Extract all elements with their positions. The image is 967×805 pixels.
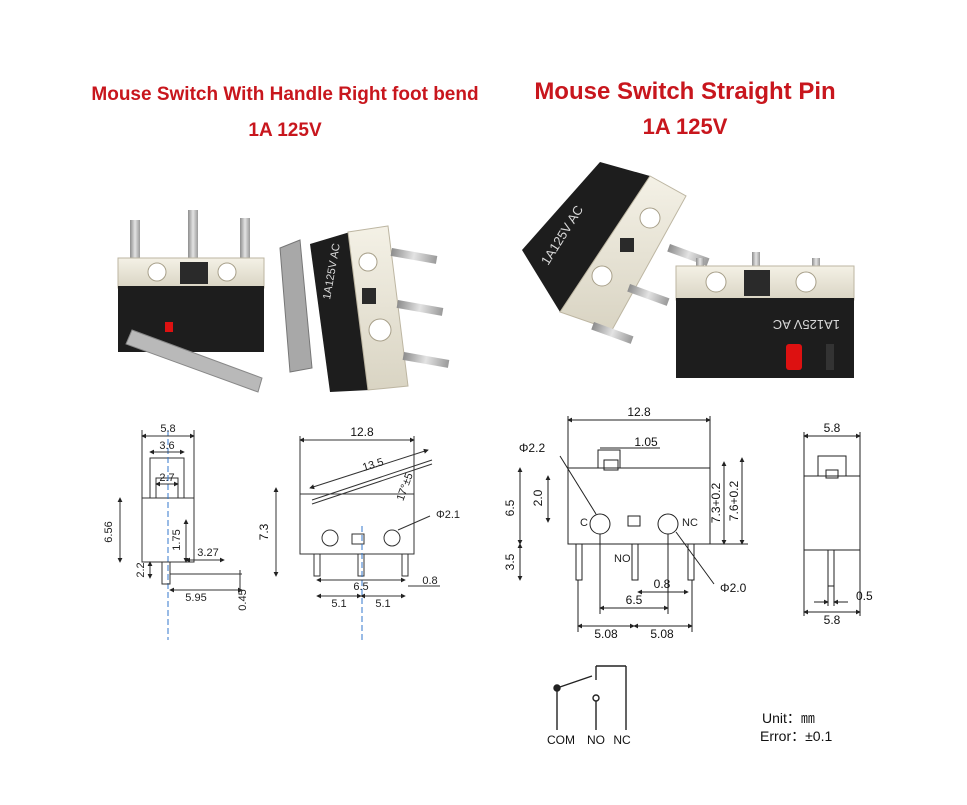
- photo-lever-switch-side: 1A125V AC: [279, 225, 450, 392]
- left-product-rating: 1A 125V: [248, 120, 322, 141]
- dim-front-pin: 0.5: [856, 589, 873, 603]
- unit-note: Unit：㎜: [762, 710, 815, 726]
- drawing-lever-front-view: [117, 430, 243, 640]
- dim-height-total: 6.56: [103, 521, 115, 542]
- dim-width-small: 2.7: [159, 472, 174, 484]
- switch-schematic: [553, 665, 627, 730]
- dim-straight-hole-bottom: Φ2.0: [720, 581, 747, 595]
- dim-side-length: 12.8: [350, 425, 374, 439]
- error-note: Error：±0.1: [760, 728, 833, 744]
- photo-lever-switch-front: [117, 210, 265, 393]
- dim-width-total: 5.8: [160, 423, 175, 435]
- drawing-straight-front-view: [803, 432, 861, 616]
- schematic-nc-label: NC: [613, 733, 631, 747]
- schematic-no-label: NO: [587, 733, 605, 747]
- dim-straight-hole-top: Φ2.2: [519, 441, 546, 455]
- dim-lever-angle: 17°±5: [395, 471, 416, 502]
- dim-lever-length: 13.5: [361, 456, 385, 474]
- dim-straight-spacing-a: 5.08: [594, 627, 618, 641]
- right-product-title: Mouse Switch Straight Pin: [534, 78, 836, 105]
- dim-pin: 0.45: [237, 589, 249, 610]
- dim-pin-width: 0.8: [422, 575, 437, 587]
- dim-straight-height-mid: 2.0: [531, 489, 545, 506]
- schematic-com-label: COM: [547, 733, 575, 747]
- drawing-lever-side-view: [273, 436, 440, 640]
- dim-straight-length: 12.8: [627, 405, 651, 419]
- label-no: NO: [614, 553, 631, 565]
- dim-straight-pin-width: 0.8: [654, 577, 671, 591]
- dim-straight-height-a: 7.3+0.2: [709, 482, 723, 523]
- drawing-straight-side-view: [517, 416, 748, 632]
- photo-straight-switch-flat: 1A125V AC: [675, 252, 855, 378]
- dim-pin-spacing-a: 5.1: [331, 598, 346, 610]
- dim-pin-spacing-b: 5.1: [375, 598, 390, 610]
- dim-front-width-bottom: 5.8: [824, 613, 841, 627]
- right-product-rating: 1A 125V: [642, 114, 728, 139]
- dim-straight-pitch: 6.5: [626, 593, 643, 607]
- dim-straight-height-b: 7.6+0.2: [727, 480, 741, 521]
- label-nc: NC: [682, 517, 698, 529]
- dim-actuator: 1.05: [634, 435, 658, 449]
- dim-height-mid: 1.75: [171, 529, 183, 550]
- dim-pitch: 6.5: [353, 581, 368, 593]
- dim-straight-height-left: 6.5: [503, 499, 517, 516]
- dim-straight-spacing-b: 5.08: [650, 627, 674, 641]
- body-rating-print-3: 1A125V AC: [773, 317, 840, 332]
- dim-side-height: 7.3: [257, 523, 271, 540]
- dim-lever: 5.95: [185, 592, 206, 604]
- left-product-title: Mouse Switch With Handle Right foot bend: [91, 84, 479, 105]
- photo-straight-switch-upright: 1A125V AC: [522, 162, 710, 344]
- dim-front-width-top: 5.8: [824, 421, 841, 435]
- label-c: C: [580, 517, 588, 529]
- dim-hole: Φ2.1: [436, 509, 460, 521]
- dim-base: 2.2: [135, 562, 147, 577]
- dim-offset: 3.27: [197, 547, 218, 559]
- dim-width-mid: 3.6: [159, 440, 174, 452]
- dim-straight-pin-length: 3.5: [503, 553, 517, 570]
